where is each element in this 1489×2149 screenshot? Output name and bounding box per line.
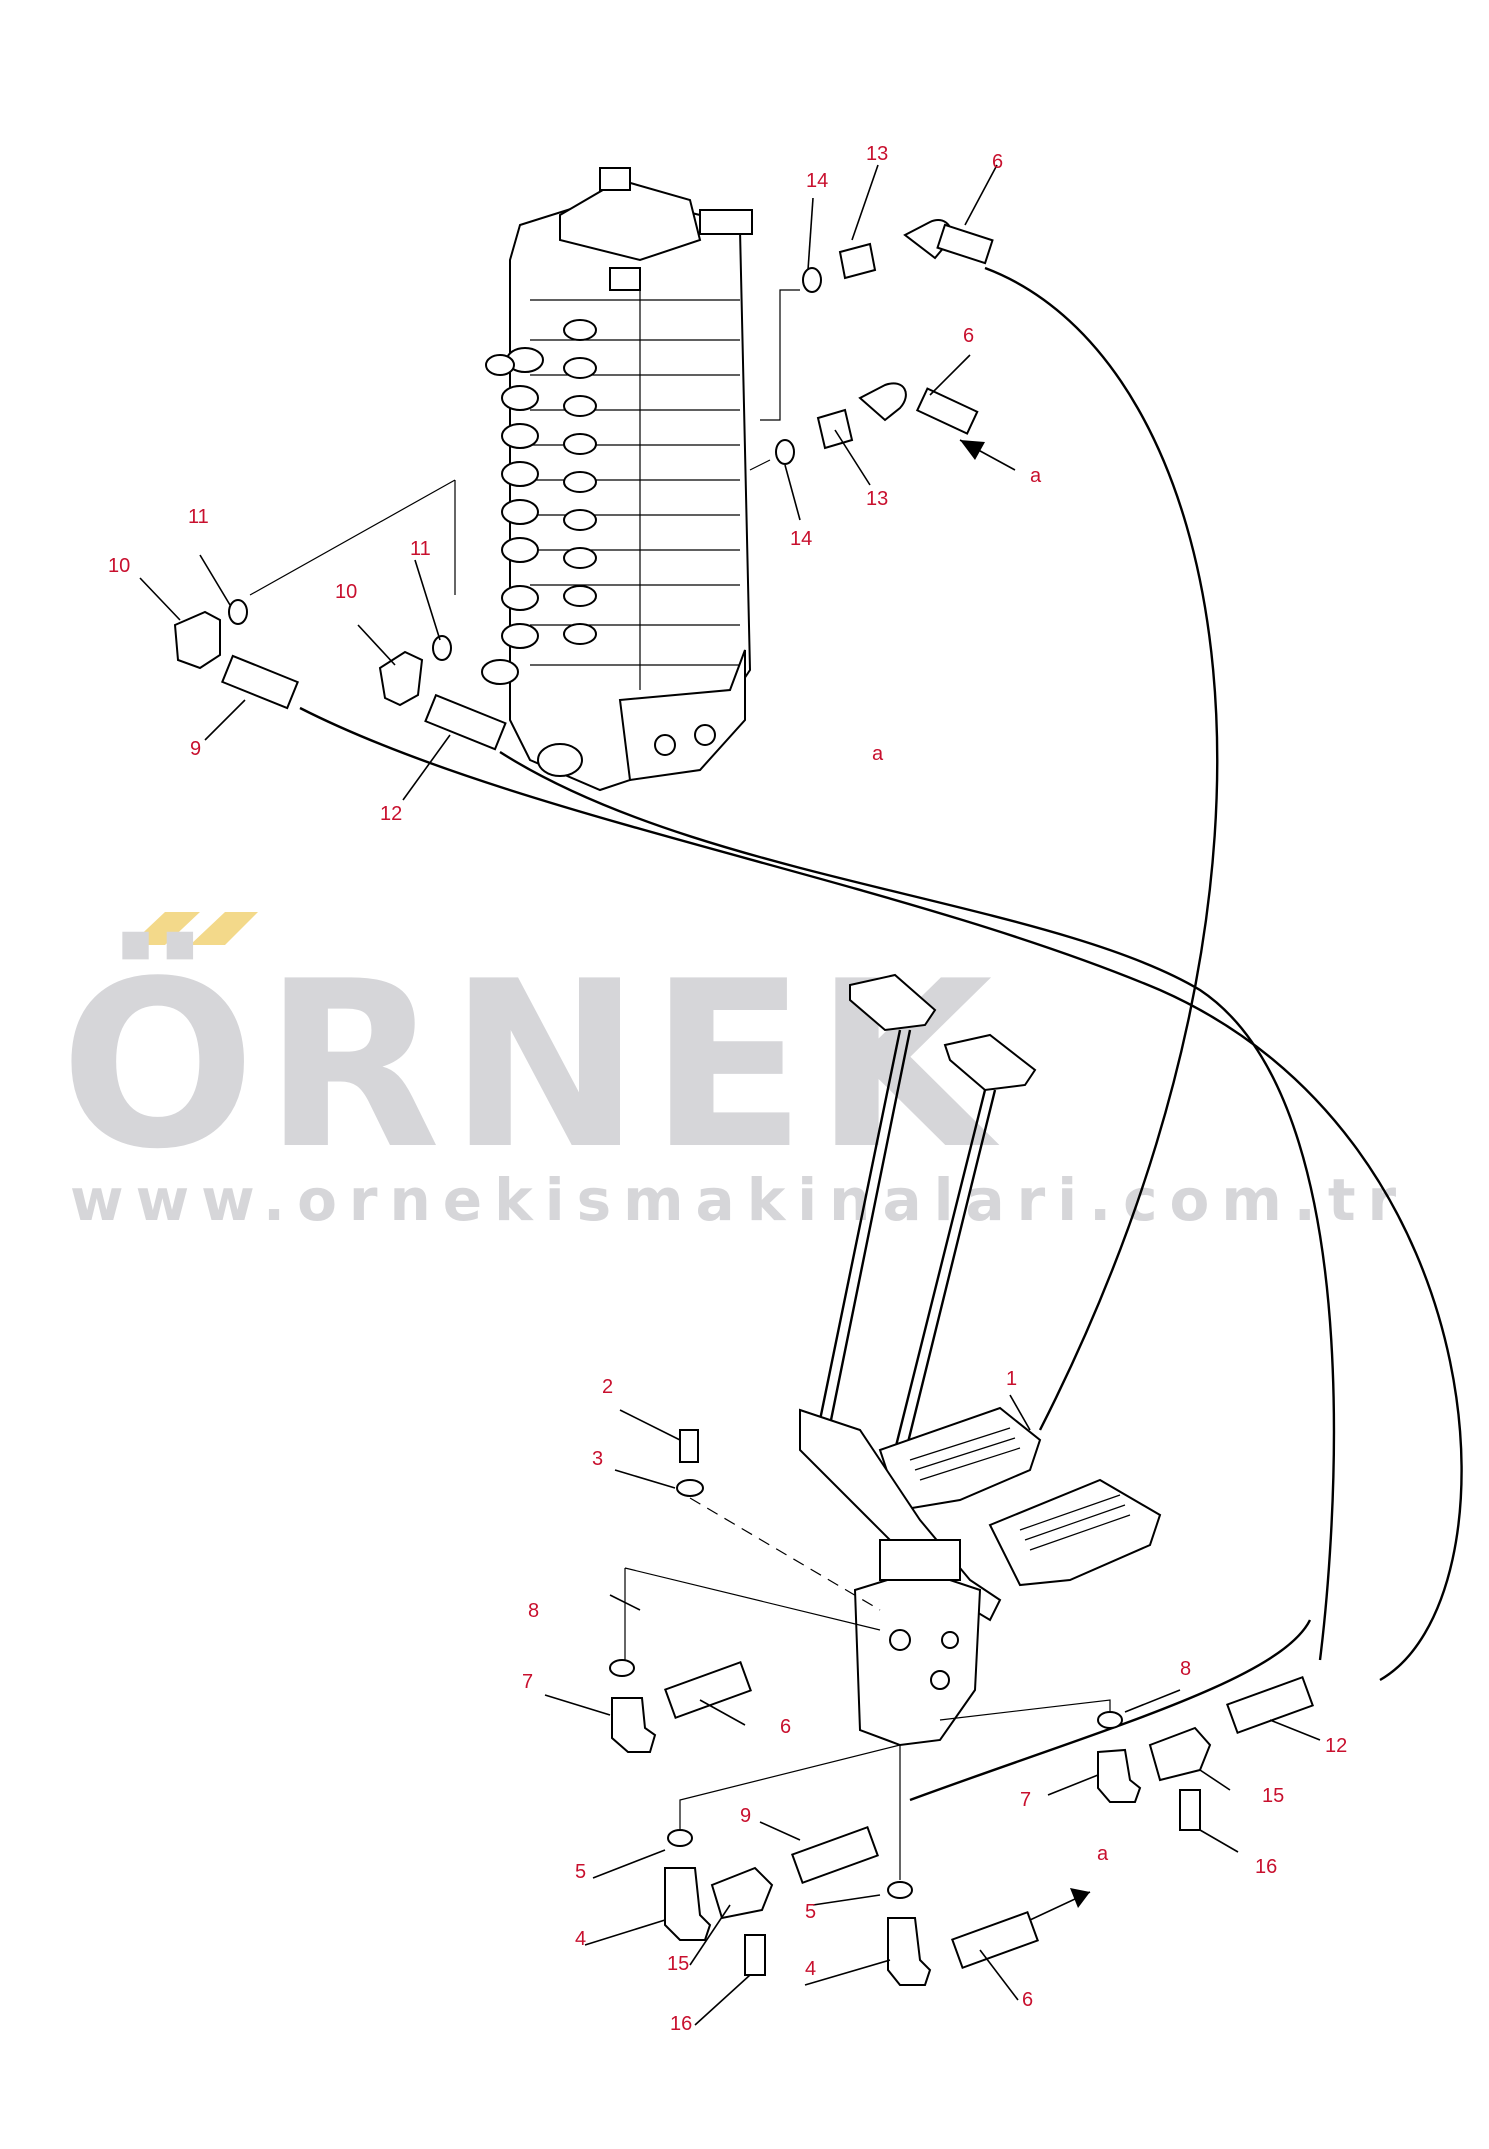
elbow-10-mid [378, 650, 424, 707]
lever-rod-left [818, 1029, 912, 1426]
callout-12-lower: 12 [1325, 1735, 1347, 1757]
watermark-logo: ÖRNEK [60, 931, 1000, 1200]
lever-handle-right [943, 1033, 1037, 1092]
watermark-accent-mark [130, 912, 200, 945]
ref-a-upper: a [1030, 465, 1042, 487]
callout-5-right: 5 [805, 1901, 816, 1923]
watermark-accent-mark [190, 912, 258, 945]
callout-15-right: 15 [1262, 1785, 1284, 1807]
callout-9-upper: 9 [190, 738, 201, 760]
callout-16-left: 16 [670, 2013, 692, 2035]
callout-4-right: 4 [805, 1958, 816, 1980]
elbow-4-left [664, 1867, 712, 1941]
callout-15-left: 15 [667, 1953, 689, 1975]
watermark-url: www.ornekismakinalari.com.tr [70, 1166, 1408, 1234]
pedal-valve-body [853, 1568, 982, 1747]
callout-7-left: 7 [522, 1671, 533, 1693]
tee-15-left [710, 1866, 774, 1920]
hose-ferrule-12 [424, 693, 507, 751]
oring-11-left [228, 599, 248, 625]
callout-5-left: 5 [575, 1861, 586, 1883]
adapter-13-top [838, 242, 877, 280]
callout-7-right: 7 [1020, 1789, 1031, 1811]
hose-ferrule-6-mid [915, 387, 979, 435]
tee-15-right [1148, 1726, 1212, 1782]
callout-13-top: 13 [866, 143, 888, 165]
callout-11-mid: 11 [410, 538, 431, 560]
hose-12-upper [499, 750, 1336, 1661]
control-valve-block [249, 167, 800, 792]
adapter-13-mid [816, 408, 854, 450]
callout-1: 1 [1006, 1368, 1017, 1390]
oring-8-right [1097, 1711, 1123, 1729]
bolt-2 [679, 1429, 699, 1463]
elbow-7-left [611, 1697, 657, 1753]
oring-5-right [887, 1881, 913, 1899]
upper-fittings [173, 219, 994, 751]
hose-lines [299, 266, 1463, 1802]
ref-a-lower: a [1097, 1843, 1109, 1865]
lever-handle-left [849, 973, 937, 1032]
elbow-4-right [887, 1917, 932, 1986]
callout-8-right: 8 [1180, 1658, 1191, 1680]
hose-ferrule-12-lower [1226, 1675, 1314, 1735]
callout-4-left: 4 [575, 1928, 586, 1950]
callout-6-lower-right: 6 [1022, 1989, 1033, 2011]
lever-rod-right [883, 1089, 997, 1496]
hose-9-upper [299, 706, 1463, 1682]
hose-end-6-mid [858, 382, 907, 422]
callout-2: 2 [602, 1376, 613, 1398]
callout-9-lower: 9 [740, 1805, 751, 1827]
hose-lower-a [909, 1619, 1312, 1802]
washer-3 [676, 1479, 704, 1497]
callout-16-right: 16 [1255, 1856, 1277, 1878]
hose-ferrule-9-lower [791, 1825, 879, 1885]
elbow-7-right [1097, 1748, 1142, 1803]
callout-6-top: 6 [992, 151, 1003, 173]
hose-ferrule-6-lower [951, 1910, 1039, 1970]
watermark: ÖRNEK www.ornekismakinalari.com.tr [60, 912, 1408, 1234]
pedal-assembly [624, 973, 1162, 1880]
hose-ferrule-6-top [936, 223, 994, 265]
oring-14-top [802, 267, 822, 293]
callout-14-top: 14 [806, 170, 828, 192]
hose-ferrule-6-left [664, 1660, 752, 1720]
callout-10-left: 10 [108, 555, 130, 577]
pedal-1-right [988, 1478, 1162, 1587]
callout-11-left: 11 [188, 506, 209, 528]
oring-11-mid [432, 635, 452, 661]
callout-labels: 1 2 3 8 7 6 8 7 15 16 12 9 5 4 15 16 5 4… [108, 143, 1347, 2035]
callout-6-lower-left: 6 [780, 1716, 791, 1738]
oring-14-mid [775, 439, 795, 465]
callout-6-mid: 6 [963, 325, 974, 347]
direction-arrows [959, 439, 1091, 1921]
switch-16-right [1179, 1789, 1201, 1831]
callout-10-mid: 10 [335, 581, 357, 603]
callout-14-mid: 14 [790, 528, 812, 550]
ref-a-mid: a [872, 743, 884, 765]
callout-13-mid: 13 [866, 488, 888, 510]
callout-8-left: 8 [528, 1600, 539, 1622]
switch-16-left [744, 1934, 766, 1976]
callout-12-upper: 12 [380, 803, 402, 825]
callout-3: 3 [592, 1448, 603, 1470]
elbow-10-left [173, 610, 221, 670]
oring-5-left [667, 1829, 693, 1847]
oring-8-left [609, 1659, 635, 1677]
hose-ferrule-9 [221, 654, 299, 710]
hose-6-to-pedal [984, 266, 1219, 1431]
lower-fittings [609, 1659, 1314, 1986]
leader-lines [139, 164, 1321, 2026]
